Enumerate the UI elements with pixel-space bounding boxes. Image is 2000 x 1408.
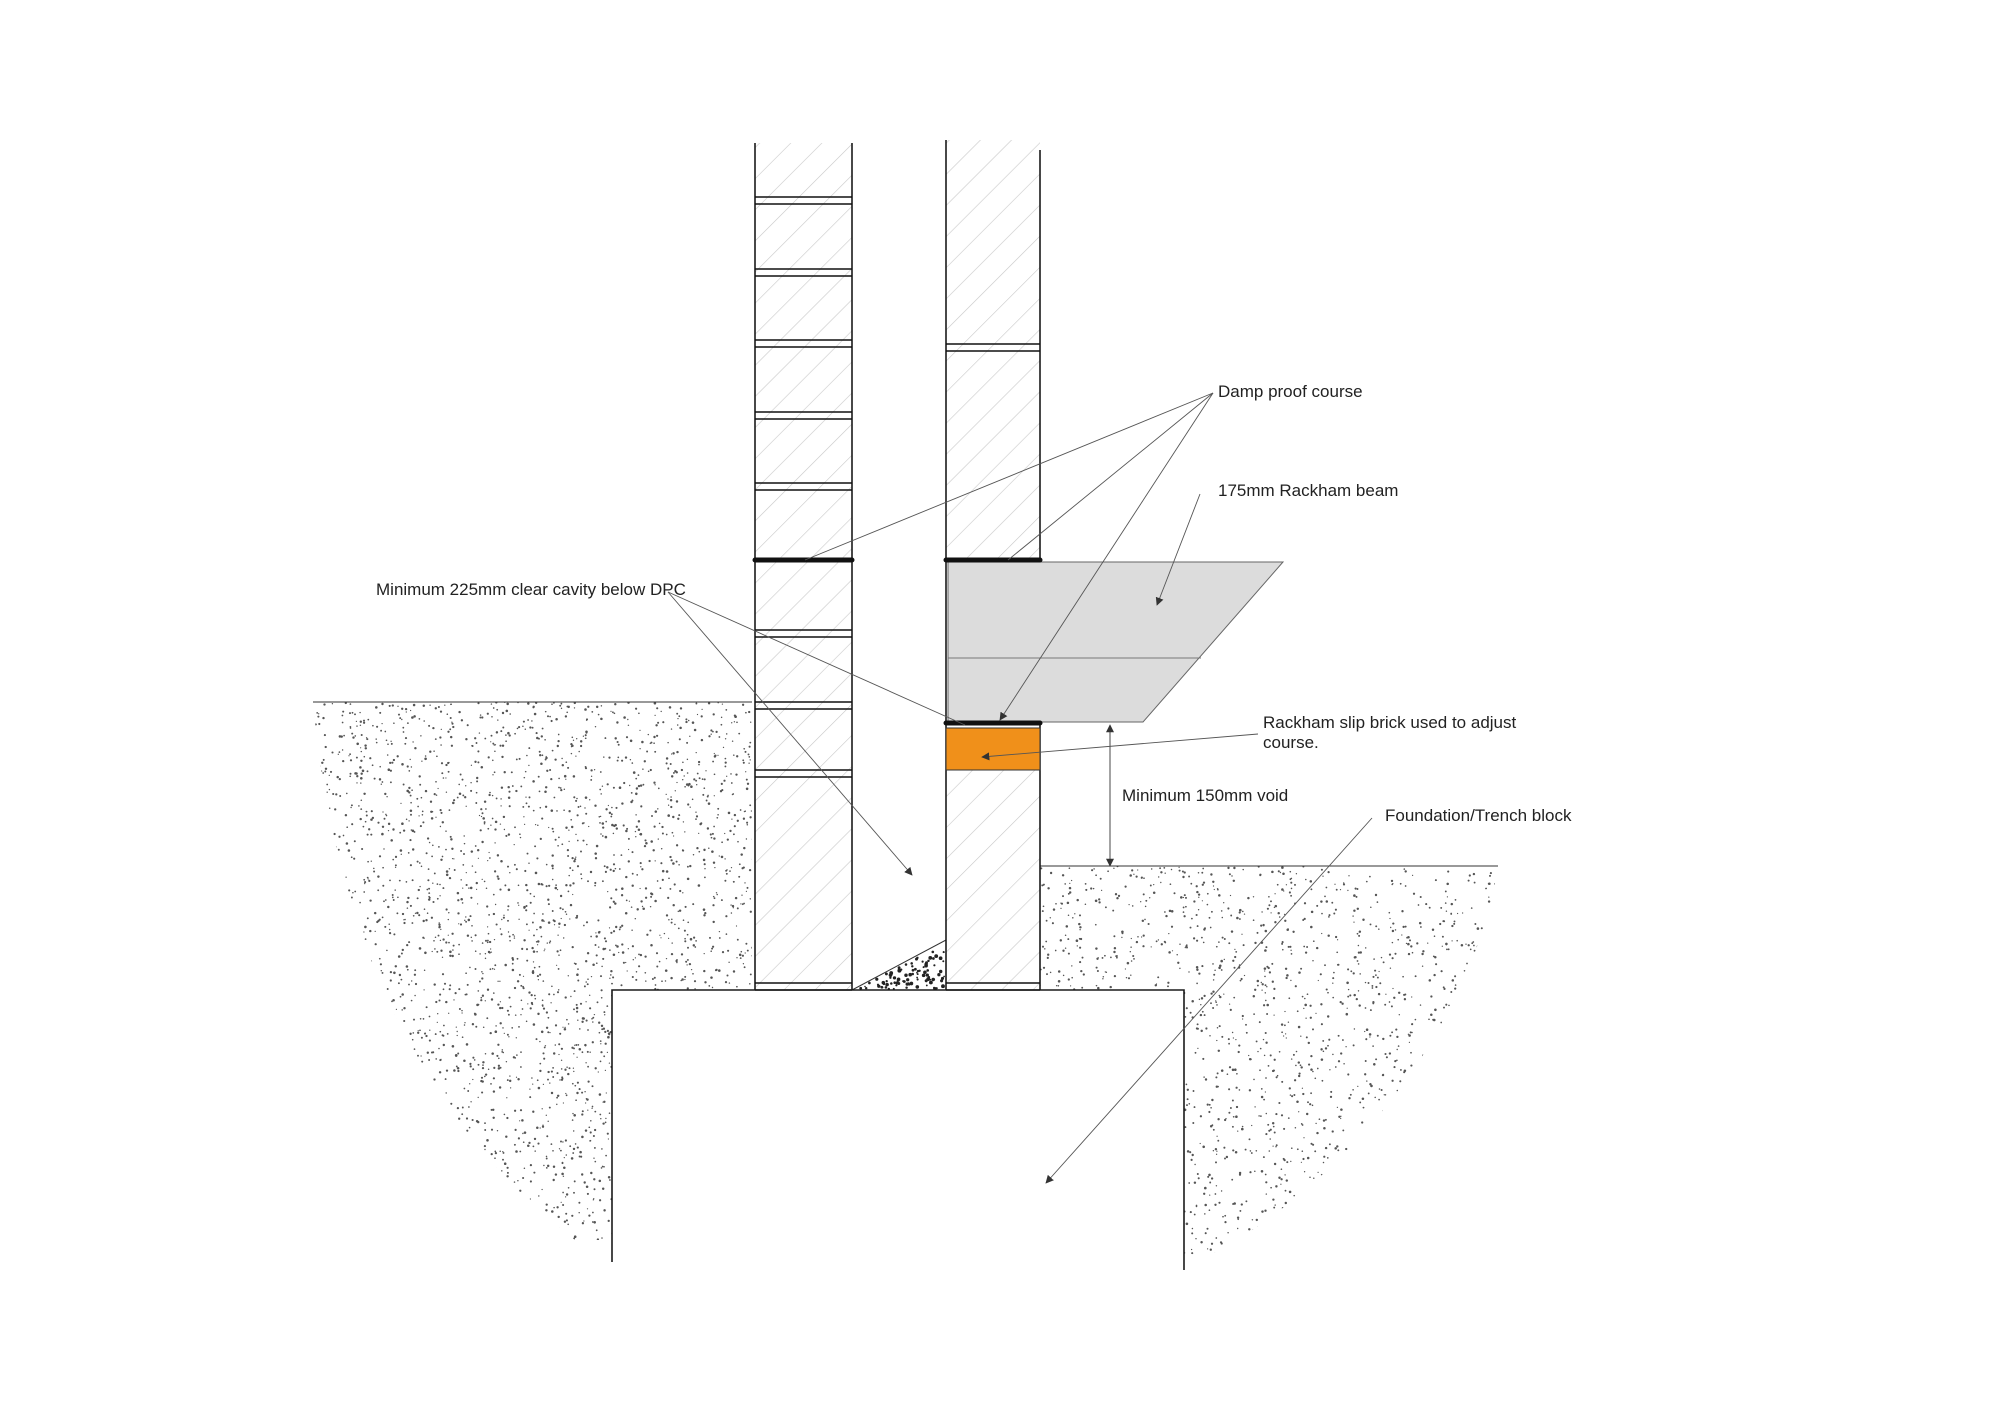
rackham-beam xyxy=(947,561,1285,723)
label-foundation-block: Foundation/Trench block xyxy=(1385,806,1572,825)
label-damp-proof-course: Damp proof course xyxy=(1218,382,1363,401)
foundation-trench-block xyxy=(611,989,1185,1270)
cavity-concrete-fill xyxy=(851,939,947,991)
label-slip-brick-line1: Rackham slip brick used to adjust xyxy=(1263,713,1517,732)
label-min-cavity: Minimum 225mm clear cavity below DPC xyxy=(376,580,686,599)
ground-soil-left xyxy=(313,702,752,1240)
label-slip-brick-line2: course. xyxy=(1263,733,1319,752)
outer-brick-leaf xyxy=(754,143,853,991)
label-rackham-beam: 175mm Rackham beam xyxy=(1218,481,1398,500)
rackham-slip-brick xyxy=(945,727,1041,771)
leader-lines xyxy=(667,392,1373,1184)
label-min-void: Minimum 150mm void xyxy=(1122,786,1288,805)
ground-soil-right xyxy=(1040,866,1498,1265)
